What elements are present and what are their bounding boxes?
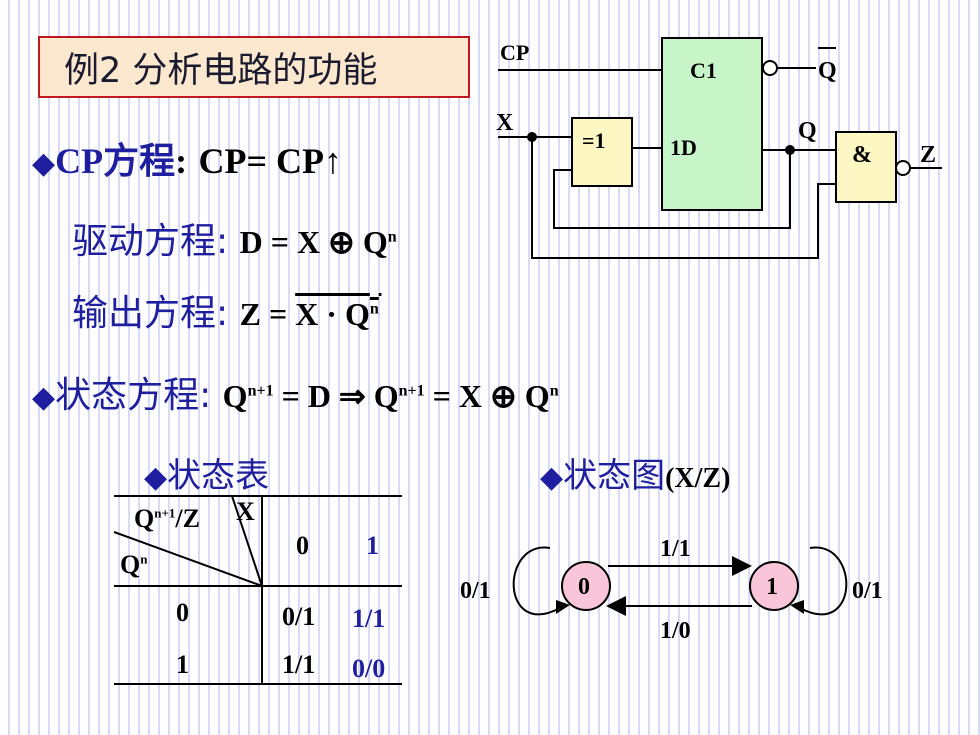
c1-label: C1 <box>690 58 717 83</box>
state-diagram-heading-text: 状态图 <box>563 456 666 496</box>
state-eq-p2-sup: n+1 <box>398 382 425 400</box>
q-label: Q <box>798 118 817 144</box>
col-header-1: 1 <box>366 531 379 560</box>
output-eq-lhs: Z = <box>239 296 296 332</box>
xor-label: =1 <box>582 128 606 153</box>
self-loop-left-label: 0/1 <box>460 578 491 604</box>
table-diagonal-2 <box>231 495 263 587</box>
col-header-0: 0 <box>296 531 309 560</box>
self-loop-right-label: 0/1 <box>852 578 883 604</box>
state-eq-p1: Q <box>222 378 248 414</box>
drive-eq-body: D = X ⊕ Q <box>239 224 388 260</box>
self-loop-right-arrow-icon <box>790 600 804 614</box>
self-loop-left-arrow-icon <box>556 600 570 614</box>
state-0-node <box>561 561 611 611</box>
header-qn1z: Qn+1/Z <box>134 504 200 534</box>
state-eq-p3: = X ⊕ Q <box>424 378 550 414</box>
edge-bottom-label: 1/0 <box>660 618 691 644</box>
q-feedback-wire <box>553 150 791 229</box>
output-equation: Z = X · Qn <box>240 296 382 332</box>
state-0-label: 0 <box>578 574 590 600</box>
x-label: X <box>496 110 514 136</box>
state-eq-p3-sup: n <box>549 382 559 400</box>
nand-bubble-icon <box>895 160 911 176</box>
state-diagram-heading-suffix: (X/Z) <box>665 463 731 494</box>
header-q: Q <box>134 504 155 533</box>
drive-equation: D = X ⊕ Qn <box>240 224 397 260</box>
output-equation-line: 输出方程: Z = X · Qn <box>72 284 381 336</box>
output-eq-sup: n <box>369 300 379 318</box>
state-equation: Qn+1 = D ⇒ Qn+1 = X ⊕ Qn <box>223 378 559 414</box>
title-box: 例2 分析电路的功能 <box>38 36 470 98</box>
row-q-1: 1 <box>176 650 189 679</box>
cell-0-0: 0/1 <box>282 602 316 631</box>
state-1-node <box>749 561 799 611</box>
state-diagram: 1/1 1/0 0/1 0/1 0 1 <box>460 536 883 644</box>
table-diagonal-1 <box>113 531 263 587</box>
cell-1-1: 0/0 <box>352 654 386 683</box>
state-1-label: 1 <box>766 574 778 600</box>
bullet-diamond-icon: ◆ <box>32 380 56 415</box>
and-label: & <box>852 142 872 168</box>
state-table-lines <box>113 495 402 685</box>
circuit-diagram: CP C1 1D Q X =1 Q & Z <box>496 37 942 259</box>
state-diagram-heading: ◆状态图(X/Z) <box>540 448 730 497</box>
state-table-heading: ◆状态表 <box>144 448 269 497</box>
header-qn-sup: n <box>140 551 148 567</box>
edge-top-label: 1/1 <box>660 536 691 562</box>
d-flipflop <box>661 37 763 211</box>
xor-gate <box>571 117 633 187</box>
x-to-and-wire <box>531 137 836 259</box>
cp-equation-line: ◆CP方程: CP= CP↑ <box>32 132 342 184</box>
header-x: X <box>236 497 255 526</box>
self-loop-right <box>799 546 848 616</box>
title-text: 例2 分析电路的功能 <box>64 50 378 91</box>
cell-0-1: 1/1 <box>352 604 386 633</box>
state-eq-p2: = D ⇒ Q <box>273 378 399 414</box>
bullet-diamond-icon: ◆ <box>32 146 56 181</box>
header-qn: Qn <box>120 550 147 580</box>
qbar-label: Q <box>818 58 837 84</box>
row-q-0: 0 <box>176 598 189 627</box>
output-label: 输出方程: <box>72 293 229 334</box>
cp-label: CP <box>500 40 529 65</box>
cell-1-0: 1/1 <box>282 650 316 679</box>
bullet-diamond-icon: ◆ <box>540 460 564 495</box>
output-eq-overbar: X · Qn <box>295 296 381 332</box>
drive-equation-line: 驱动方程: D = X ⊕ Qn <box>72 212 397 264</box>
d-label: 1D <box>670 135 697 160</box>
header-q-sup: n+1 <box>154 505 176 521</box>
state-label: 状态方程: <box>55 375 212 416</box>
bullet-diamond-icon: ◆ <box>144 460 168 495</box>
inverter-bubble-icon <box>762 60 778 76</box>
cp-label: CP方程 <box>55 141 176 181</box>
self-loop-left <box>512 546 561 616</box>
z-label: Z <box>920 142 936 168</box>
state-table-heading-text: 状态表 <box>167 456 270 496</box>
cp-equation: CP= CP↑ <box>198 141 343 181</box>
state-eq-p1-sup: n+1 <box>247 382 274 400</box>
header-qn-q: Q <box>120 550 141 579</box>
state-equation-line: ◆状态方程: Qn+1 = D ⇒ Qn+1 = X ⊕ Qn <box>32 366 559 418</box>
drive-label: 驱动方程: <box>72 221 229 262</box>
output-eq-body: X · Q <box>295 296 370 332</box>
drive-eq-sup: n <box>387 228 397 246</box>
cp-colon: : <box>175 141 188 181</box>
header-z: /Z <box>175 504 200 533</box>
